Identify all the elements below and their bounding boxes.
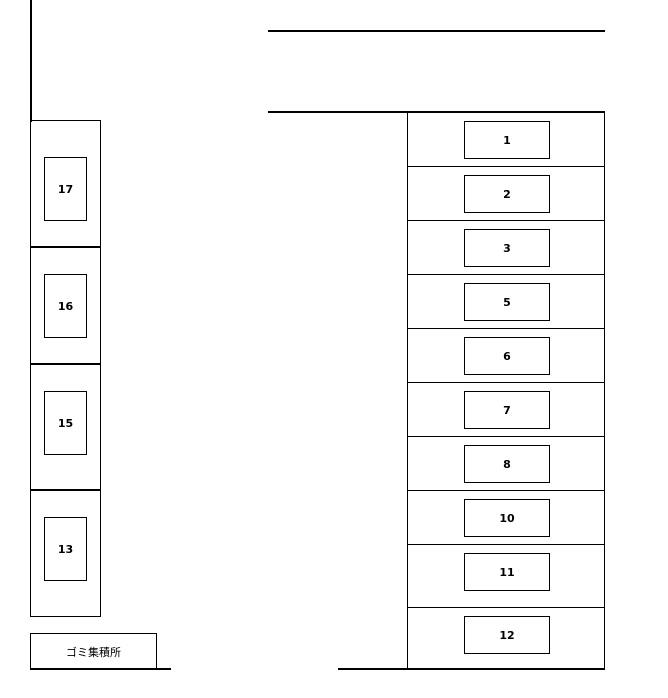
stall-number-5: 5 bbox=[464, 283, 550, 321]
stall-number-10: 10 bbox=[464, 499, 550, 537]
stall-number-2: 2 bbox=[464, 175, 550, 213]
stall-number-6: 6 bbox=[464, 337, 550, 375]
stall-7: 7 bbox=[407, 382, 605, 437]
stall-2: 2 bbox=[407, 166, 605, 221]
stall-number-11: 11 bbox=[464, 553, 550, 591]
stall-6: 6 bbox=[407, 328, 605, 383]
stall-number-17: 17 bbox=[44, 157, 87, 221]
stall-17: 17 bbox=[30, 120, 101, 248]
stall-10: 10 bbox=[407, 490, 605, 545]
stall-number-7: 7 bbox=[464, 391, 550, 429]
stall-13: 13 bbox=[30, 489, 101, 617]
stall-number-8: 8 bbox=[464, 445, 550, 483]
stall-number-12: 12 bbox=[464, 616, 550, 654]
stall-3: 3 bbox=[407, 220, 605, 275]
stall-number-16: 16 bbox=[44, 274, 87, 338]
left-boundary-line bbox=[30, 0, 32, 122]
stall-8: 8 bbox=[407, 436, 605, 491]
top-boundary-line bbox=[268, 30, 605, 32]
stall-5: 5 bbox=[407, 274, 605, 329]
garbage-collection-area: ゴミ集積所 bbox=[30, 633, 157, 670]
stall-number-3: 3 bbox=[464, 229, 550, 267]
stall-number-1: 1 bbox=[464, 121, 550, 159]
stall-number-13: 13 bbox=[44, 517, 87, 581]
stall-number-15: 15 bbox=[44, 391, 87, 455]
stall-12: 12 bbox=[407, 607, 605, 670]
stall-16: 16 bbox=[30, 246, 101, 365]
stall-11: 11 bbox=[407, 544, 605, 608]
stall-1: 1 bbox=[407, 112, 605, 167]
stall-15: 15 bbox=[30, 363, 101, 491]
